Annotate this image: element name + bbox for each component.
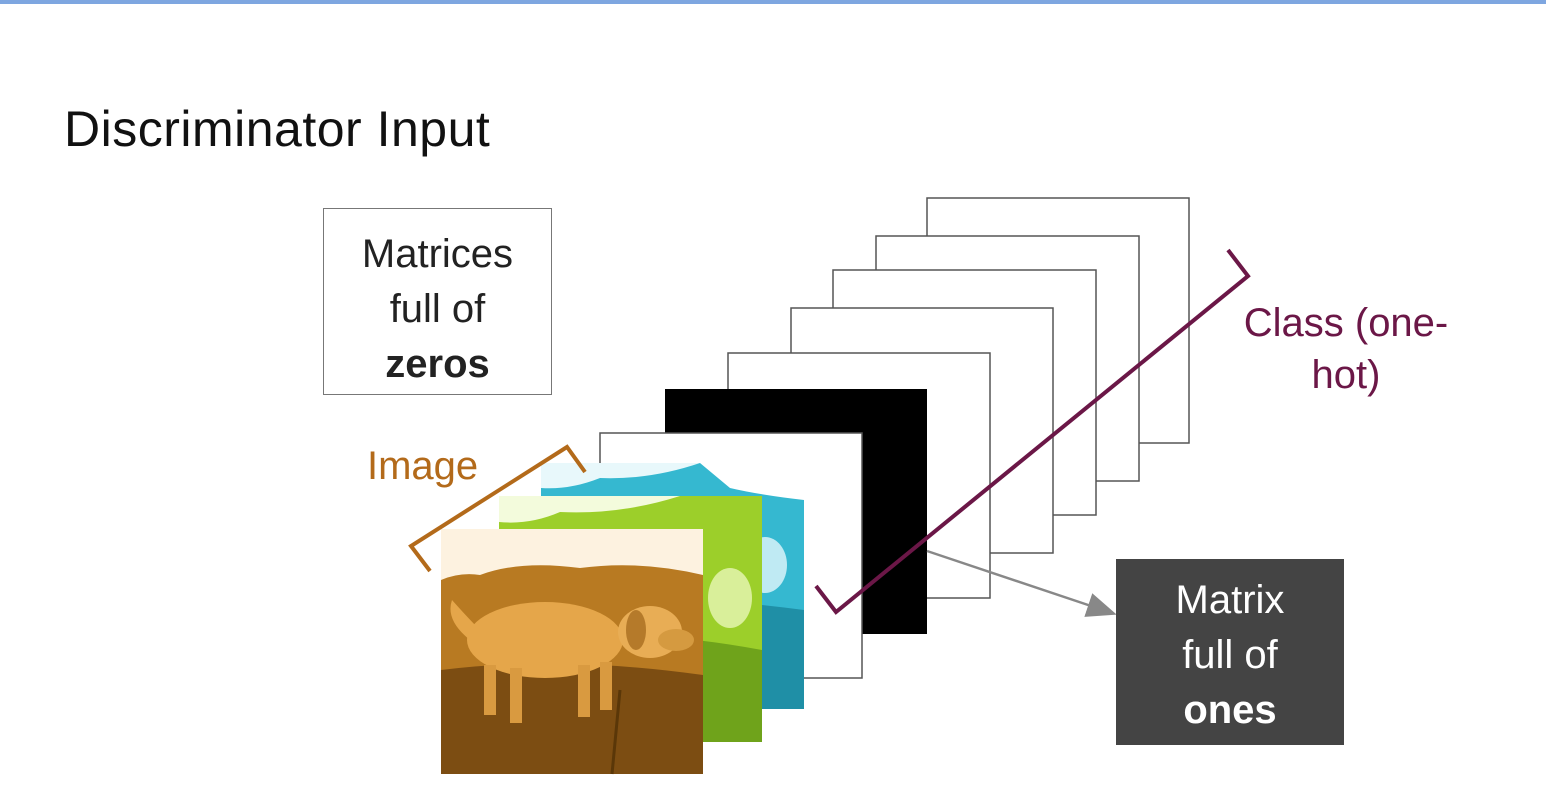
- image-label: Image: [367, 444, 479, 488]
- ones-callout-line1: Matrix: [1175, 578, 1285, 622]
- zeros-callout-line1: Matrices: [361, 232, 514, 276]
- class-label-line1: Class (one-: [1243, 301, 1449, 345]
- golden-retriever-photo: [450, 600, 694, 775]
- class-label: Class (one- hot): [1226, 297, 1466, 401]
- ones-arrow: [926, 549, 1117, 617]
- slide-title: Discriminator Input: [64, 101, 491, 157]
- ones-callout-line3: ones: [1183, 688, 1277, 732]
- class-bracket: [814, 248, 1251, 615]
- zeros-callout-line3: zeros: [385, 342, 490, 386]
- image-channel-orange: [441, 529, 703, 775]
- top-rule: [0, 0, 1546, 4]
- zeros-callout-line2: full of: [389, 287, 486, 331]
- zeros-callout: Matrices full of zeros: [323, 208, 552, 395]
- class-label-line2: hot): [1311, 353, 1381, 397]
- image-bracket: [408, 444, 587, 573]
- ones-callout-line2: full of: [1182, 633, 1278, 677]
- ones-callout: Matrix full of ones: [1116, 559, 1344, 745]
